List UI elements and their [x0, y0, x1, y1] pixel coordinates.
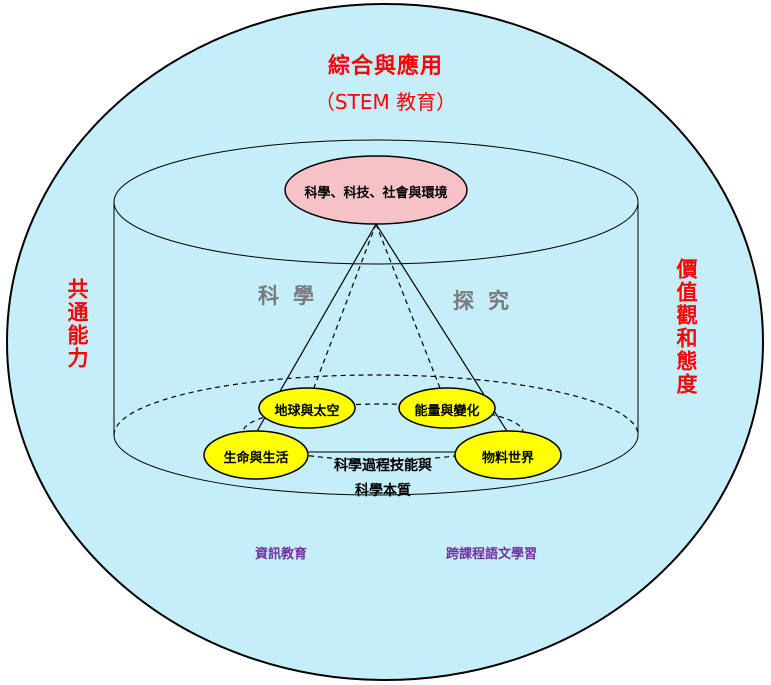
outer-circle — [6, 3, 764, 681]
title-integrated-application: 綜合與應用 — [327, 54, 443, 79]
strand-material-world-label: 物料世界 — [481, 451, 534, 466]
strand-life-living-label: 生命與生活 — [223, 451, 289, 466]
strand-earth-space-label: 地球與太空 — [274, 404, 340, 419]
top-node-ellipse — [284, 155, 468, 225]
title-stem-education: （STEM 教育） — [314, 90, 457, 114]
inquiry-left-label: 科學 — [258, 284, 328, 308]
strand-material-world-ellipse — [454, 430, 562, 480]
top-node-label: 科學、科技、社會與環境 — [304, 186, 448, 201]
cone-line-back-right — [375, 223, 448, 407]
generic-skills-label: 共通能力 — [65, 278, 89, 370]
strand-energy-change-label: 能量與變化 — [414, 404, 480, 419]
values-attitudes-label: 價值觀和態度 — [674, 258, 698, 396]
cone-line-back-left — [306, 223, 377, 407]
language-across-curriculum-label: 跨課程語文學習 — [446, 547, 538, 562]
strand-life-living-ellipse — [203, 430, 309, 480]
process-skills-label: 科學過程技能與 — [334, 458, 432, 474]
strand-energy-change-ellipse — [398, 387, 496, 429]
inquiry-right-label: 探究 — [453, 289, 523, 313]
strand-earth-space-ellipse — [258, 387, 356, 429]
it-education-label: 資訊教育 — [255, 547, 308, 562]
cylinder-bottom-front — [113, 434, 639, 496]
nature-of-science-label: 科學本質 — [355, 483, 411, 499]
